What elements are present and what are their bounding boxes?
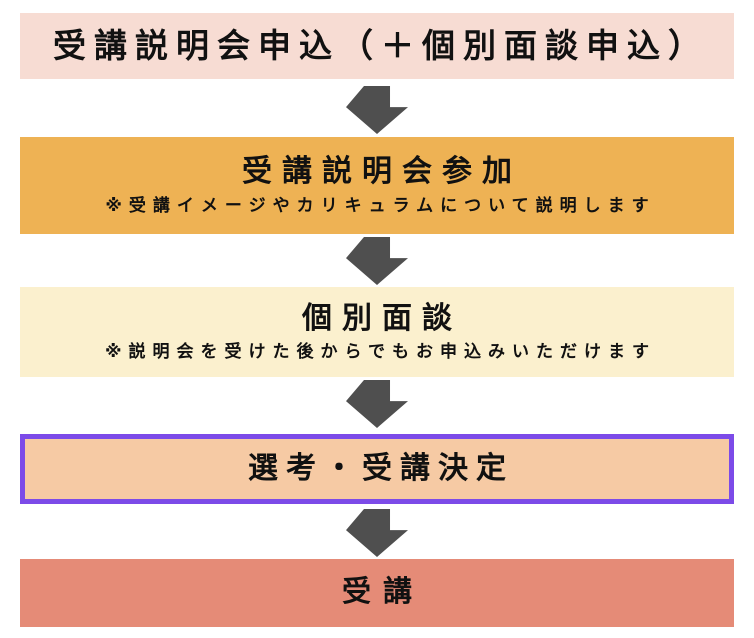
flow-step-seminar-application: 受講説明会申込（＋個別面談申込） xyxy=(20,13,734,79)
flow-step-seminar-participation: 受講説明会参加 ※受講イメージやカリキュラムについて説明します xyxy=(20,137,734,234)
step-title: 選考・受講決定 xyxy=(248,451,514,485)
down-arrow-icon xyxy=(346,86,408,134)
step-title: 受講 xyxy=(341,576,424,609)
step-note: ※説明会を受けた後からでもお申込みいただけます xyxy=(104,342,657,362)
flow-step-attendance: 受講 xyxy=(20,559,734,627)
flow-step-individual-interview: 個別面談 ※説明会を受けた後からでもお申込みいただけます xyxy=(20,287,734,377)
down-arrow-icon xyxy=(346,509,408,557)
step-title: 受講説明会参加 xyxy=(242,155,522,189)
step-note: ※受講イメージやカリキュラムについて説明します xyxy=(105,195,656,215)
down-arrow-icon xyxy=(346,380,408,428)
down-arrow-icon xyxy=(346,237,408,285)
step-title: 個別面談 xyxy=(302,301,462,335)
step-title: 受講説明会申込（＋個別面談申込） xyxy=(53,27,709,65)
flow-step-selection-decision: 選考・受講決定 xyxy=(20,434,734,504)
